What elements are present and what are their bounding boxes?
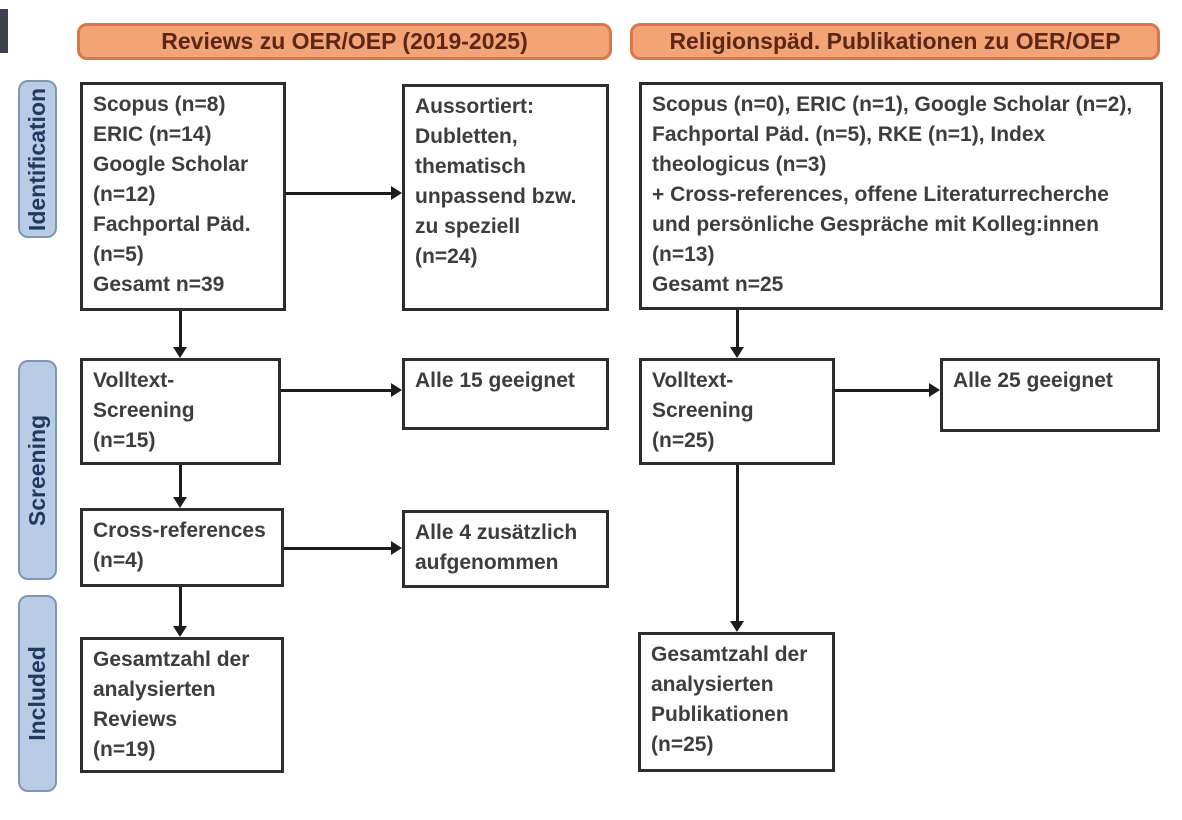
box-left-fulltext-screening: Volltext- Screening (n=15) — [80, 358, 281, 465]
banner-reviews-label: Reviews zu OER/OEP (2019-2025) — [161, 28, 528, 54]
box-right-fulltext-screening: Volltext- Screening (n=25) — [639, 358, 835, 465]
banner-religionspaed: Religionspäd. Publikationen zu OER/OEP — [630, 23, 1160, 60]
box-left-total-included: Gesamtzahl der analysierten Reviews (n=1… — [80, 637, 284, 773]
box-left-eligible: Alle 15 geeignet — [402, 358, 609, 430]
box-right-sources: Scopus (n=0), ERIC (n=1), Google Scholar… — [639, 82, 1163, 310]
box-right-eligible: Alle 25 geeignet — [940, 358, 1160, 432]
box-left-crossreferences: Cross-references (n=4) — [80, 508, 284, 587]
banner-reviews: Reviews zu OER/OEP (2019-2025) — [77, 23, 612, 60]
stage-screening: Screening — [18, 360, 57, 580]
arrow-sources-to-excluded — [286, 186, 402, 200]
arrow-fulltext-to-crossref — [173, 465, 187, 508]
box-left-excluded: Aussortiert: Dubletten, thematisch unpas… — [402, 84, 609, 311]
stage-included: Included — [18, 595, 57, 792]
banner-religionspaed-label: Religionspäd. Publikationen zu OER/OEP — [669, 28, 1121, 54]
stage-included-label: Included — [24, 646, 50, 741]
arrow-fulltext-to-eligible — [281, 383, 402, 397]
stage-identification-label: Identification — [24, 87, 50, 231]
box-right-total-included: Gesamtzahl der analysierten Publikatione… — [638, 632, 835, 772]
arrow-crossref-to-total — [173, 587, 187, 637]
arrow-right-sources-to-fulltext — [730, 310, 744, 358]
arrow-right-fulltext-to-eligible — [835, 383, 940, 397]
arrow-sources-to-fulltext — [173, 311, 187, 358]
scan-artifact — [0, 9, 8, 53]
arrow-crossref-to-added — [284, 541, 402, 555]
arrow-right-fulltext-to-total — [730, 465, 744, 632]
stage-identification: Identification — [18, 80, 57, 238]
box-left-sources: Scopus (n=8) ERIC (n=14) Google Scholar … — [80, 82, 286, 311]
box-left-added: Alle 4 zusätzlich aufgenommen — [402, 510, 609, 588]
stage-screening-label: Screening — [24, 414, 50, 526]
